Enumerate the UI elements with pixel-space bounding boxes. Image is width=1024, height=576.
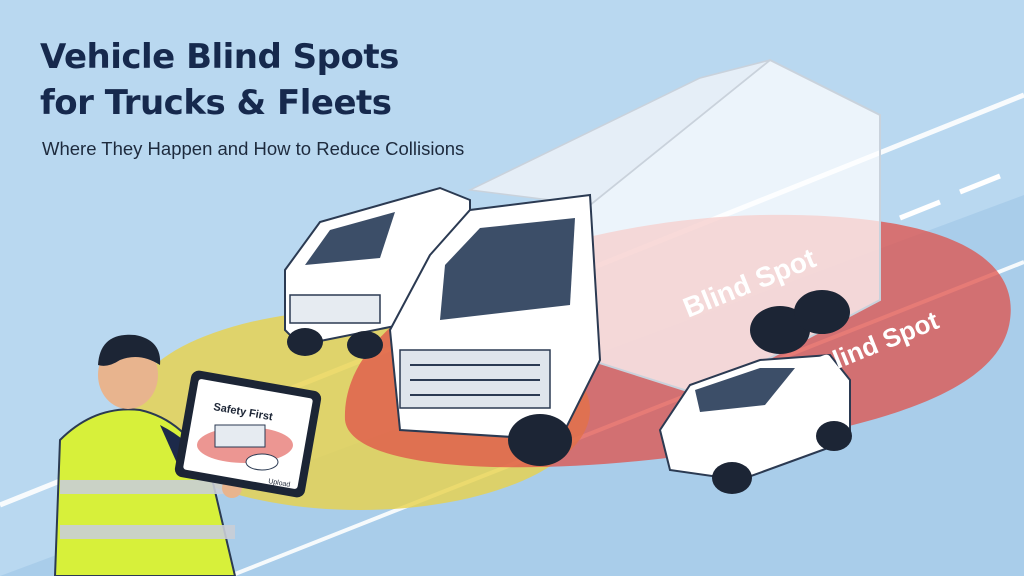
car — [658, 353, 852, 494]
page-title-line-1: Vehicle Blind Spots — [40, 37, 399, 77]
truck-rear-wheel — [750, 306, 810, 354]
page-title: Vehicle Blind Spots for Trucks & Fleets — [40, 34, 399, 126]
truck — [388, 58, 881, 466]
tablet-footer-text: Upload — [268, 478, 291, 489]
truck-front-wheel — [508, 414, 572, 466]
page-subtitle: Where They Happen and How to Reduce Coll… — [42, 138, 465, 159]
tablet: Safety First Upload — [174, 370, 322, 498]
page-title-line-2: for Trucks & Fleets — [40, 83, 392, 123]
